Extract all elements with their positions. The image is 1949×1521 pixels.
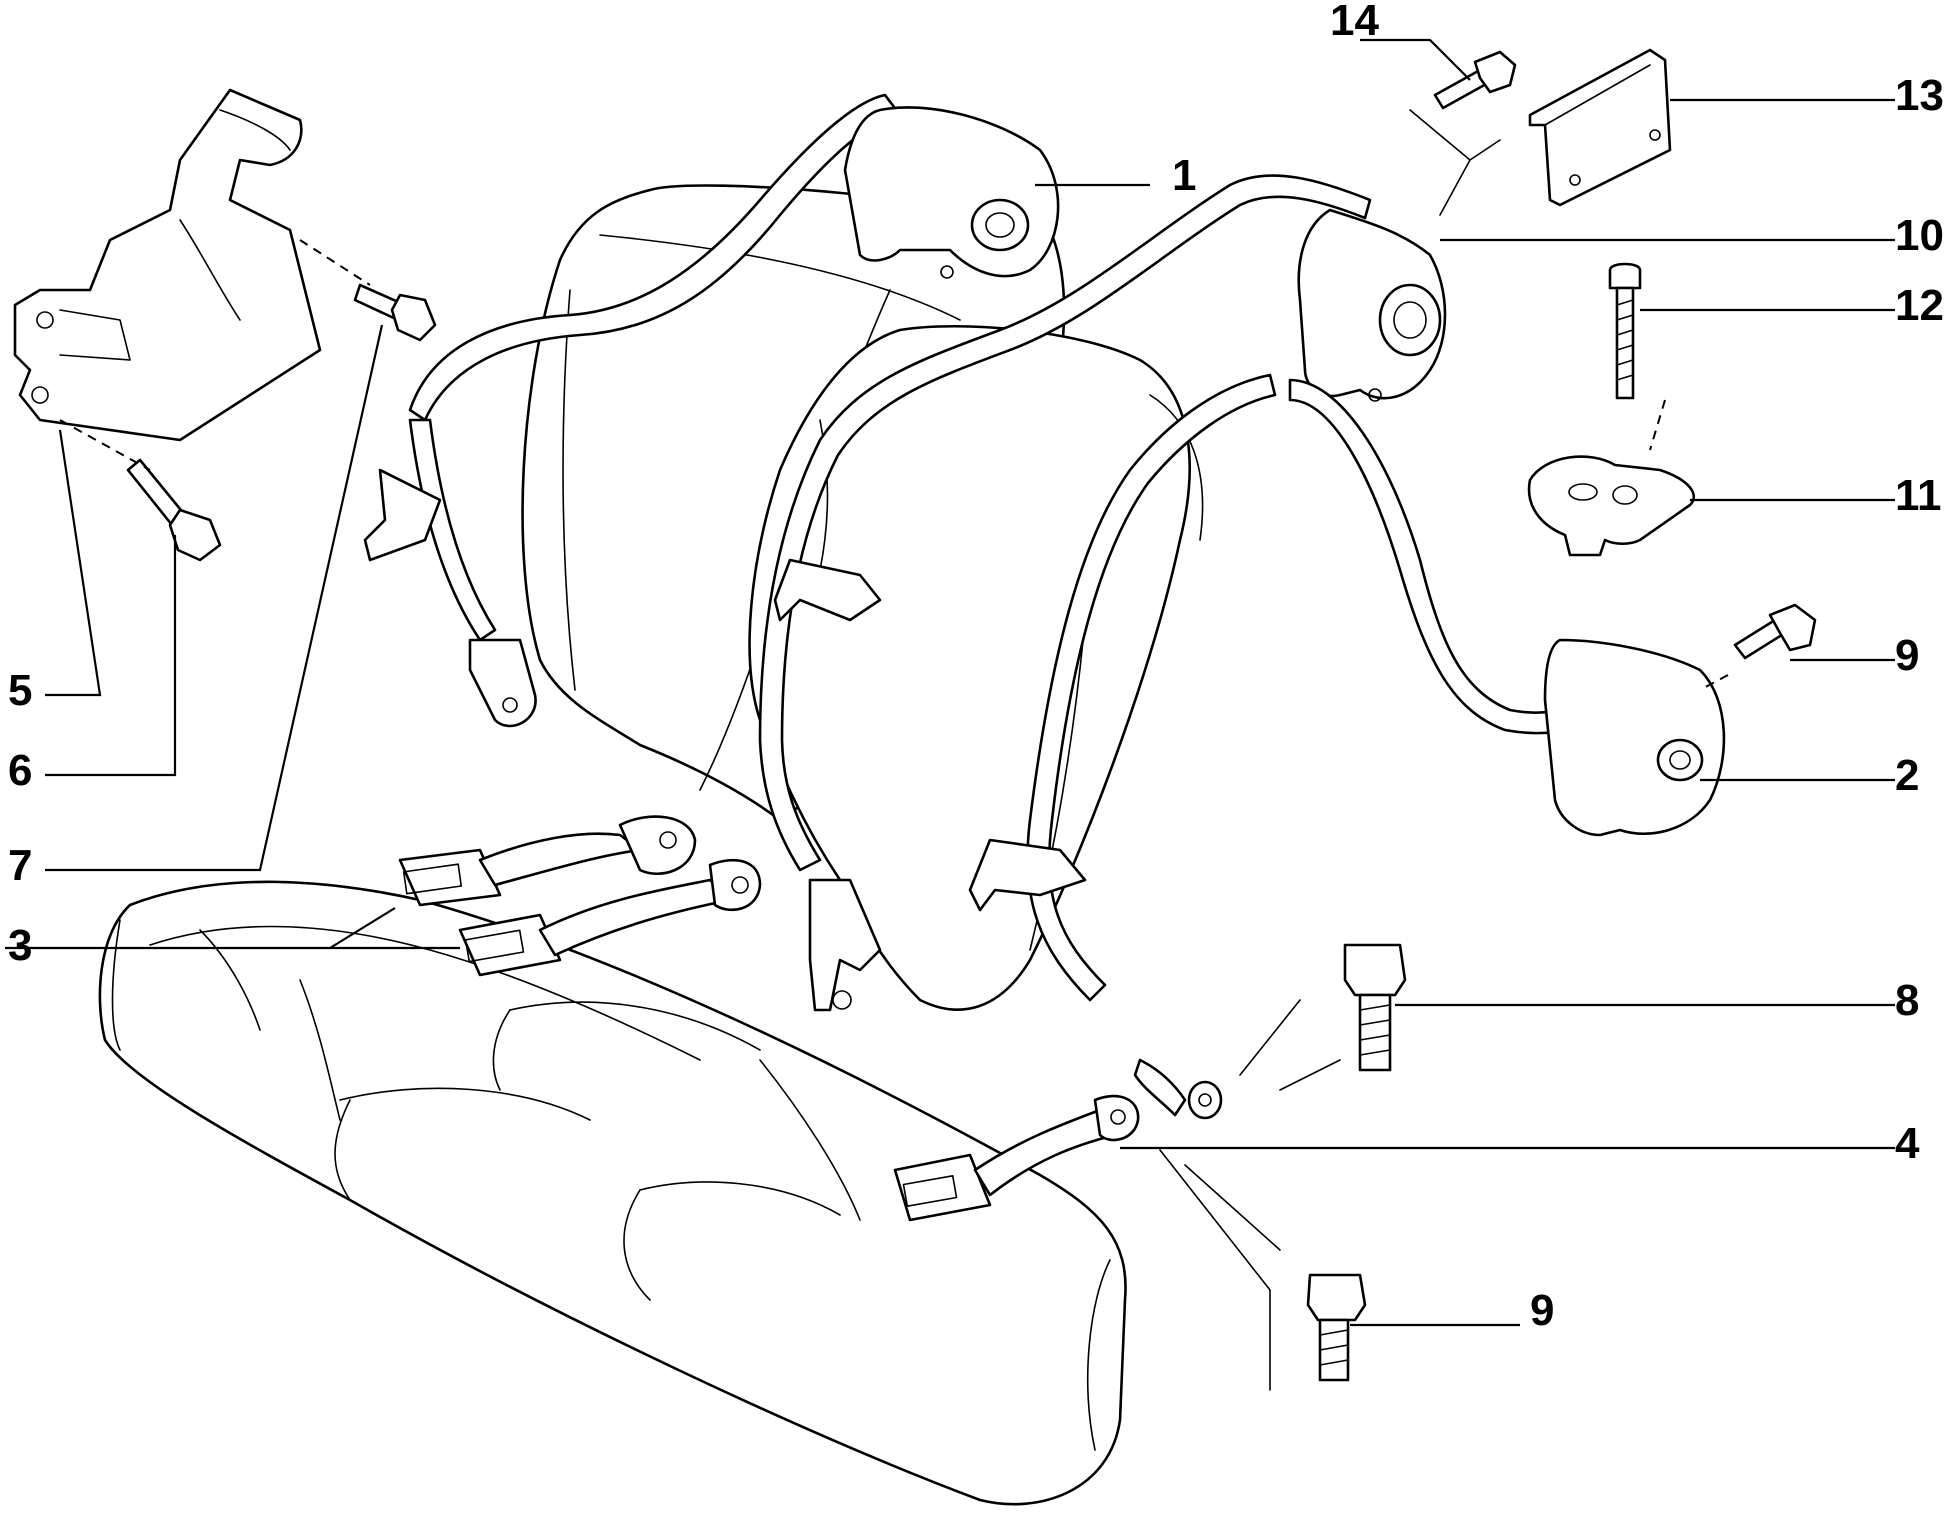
callout-2: 2 (1895, 751, 1919, 800)
buckle-pair-3 (398, 815, 762, 977)
callout-8: 8 (1895, 976, 1919, 1025)
leader-lines (5, 38, 1895, 1327)
bolt-7 (353, 283, 437, 342)
retractor-2 (1543, 638, 1726, 837)
buckle-4 (893, 1094, 1140, 1222)
bolt-8 (1343, 943, 1407, 1072)
callout-11: 11 (1895, 471, 1942, 520)
bolt-6 (126, 458, 222, 562)
callout-6: 6 (8, 746, 32, 795)
callout-9-lower: 9 (1530, 1286, 1554, 1335)
callout-7: 7 (8, 841, 32, 890)
callout-3: 3 (8, 921, 32, 970)
plate-11 (1527, 455, 1696, 557)
bolt-9-upper (1733, 603, 1817, 660)
callout-9-upper: 9 (1895, 631, 1919, 680)
callout-10: 10 (1895, 211, 1944, 260)
bracket-5 (13, 88, 322, 442)
callouts: 1 2 3 4 5 6 7 8 9 9 10 11 12 13 14 (8, 0, 1944, 1335)
callout-14: 14 (1330, 0, 1379, 45)
screw-12 (1608, 262, 1642, 400)
retractor-10 (1297, 208, 1447, 402)
bolt-9-lower (1306, 1273, 1367, 1382)
bracket-13 (1528, 48, 1672, 207)
callout-1: 1 (1172, 151, 1196, 200)
callout-12: 12 (1895, 281, 1944, 330)
center-belt-webbing (758, 174, 1372, 1012)
callout-4: 4 (1895, 1119, 1920, 1168)
assembly-lines (59, 109, 1729, 1391)
callout-13: 13 (1895, 71, 1944, 120)
bolt-14 (1433, 50, 1517, 110)
left-belt-webbing (363, 93, 902, 728)
callout-5: 5 (8, 666, 32, 715)
retractor-1 (843, 106, 1060, 279)
